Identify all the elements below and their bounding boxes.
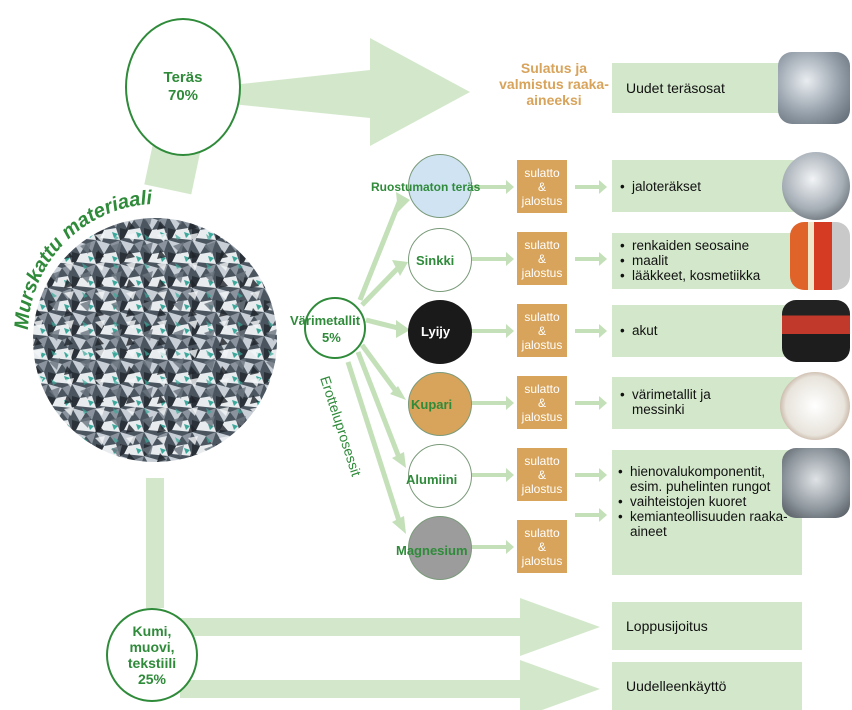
process-box-lead: sulatto&jalostus	[517, 304, 567, 357]
landfill-box: Loppusijoitus	[612, 602, 802, 650]
steel-name: Teräs	[163, 69, 203, 86]
copper-circle	[408, 372, 472, 436]
rubber-line3: tekstiili	[127, 655, 177, 671]
row-arrows	[470, 180, 607, 554]
steel-output-box: Uudet teräsosat	[612, 63, 802, 113]
process-text: sulatto	[524, 237, 560, 252]
aluminium-part-photo	[782, 448, 850, 518]
stainless-circle	[408, 154, 472, 218]
rubber-circle: Kumi, muovi, tekstiili 25%	[106, 608, 198, 702]
steel-flow-arrow	[232, 38, 470, 146]
landfill-label: Loppusijoitus	[626, 618, 708, 634]
magnesium-label: Magnesium	[396, 543, 468, 558]
zinc-label: Sinkki	[416, 253, 455, 268]
reuse-label: Uudelleenkäyttö	[626, 678, 727, 694]
paint-cans-photo	[790, 222, 850, 290]
process-text: &	[537, 323, 546, 338]
steel-percent: 70%	[167, 87, 199, 104]
process-text: sulatto	[524, 453, 560, 468]
process-box-stainless: sulatto&jalostus	[517, 160, 567, 213]
steel-parts-photo	[778, 52, 850, 124]
lead-circle	[408, 300, 472, 364]
process-text: &	[537, 179, 546, 194]
output-item: jaloteräkset	[618, 179, 802, 194]
process-box-aluminium: sulatto&jalostus	[517, 448, 567, 501]
output-item: hienovalukomponentit, esim. puhelinten r…	[616, 464, 790, 494]
process-text: &	[537, 539, 546, 554]
zinc-output-box: renkaiden seosaine maalit lääkkeet, kosm…	[612, 233, 802, 289]
process-text: &	[537, 251, 546, 266]
process-text: jalostus	[521, 337, 563, 352]
magnesium-circle	[408, 516, 472, 580]
process-text: sulatto	[524, 381, 560, 396]
rubber-line1: Kumi,	[132, 623, 172, 639]
steel-process-label: Sulatus ja valmistus raaka-aineeksi	[499, 60, 609, 108]
separation-arrows	[345, 192, 410, 534]
output-item: kemianteollisuuden raaka-aineet	[616, 509, 790, 539]
rubber-stem	[146, 478, 164, 608]
reuse-box: Uudelleenkäyttö	[612, 662, 802, 710]
rubber-line2: muovi,	[129, 639, 175, 655]
reuse-flow-arrow	[180, 660, 600, 710]
process-text: jalostus	[521, 481, 563, 496]
output-item: vaihteistojen kuoret	[616, 494, 802, 509]
lead-output-box: akut	[612, 305, 802, 357]
steel-circle: Teräs 70%	[125, 18, 241, 156]
nonferrous-percent: 5%	[322, 330, 341, 345]
output-item: akut	[618, 323, 802, 338]
process-text: sulatto	[524, 165, 560, 180]
process-text: jalostus	[521, 193, 563, 208]
aluminium-circle	[408, 444, 472, 508]
nonferrous-circle	[304, 297, 366, 359]
nonferrous-name: Värimetallit	[290, 313, 361, 328]
process-text: &	[537, 467, 546, 482]
output-item: maalit	[618, 253, 802, 268]
output-item: renkaiden seosaine	[618, 238, 802, 253]
copper-output-box: värimetallit ja messinki	[612, 377, 802, 429]
zinc-circle	[408, 228, 472, 292]
landfill-flow-arrow	[180, 598, 600, 656]
output-item: lääkkeet, kosmetiikka	[618, 268, 802, 283]
copper-label: Kupari	[411, 397, 453, 412]
lead-label: Lyijy	[421, 324, 451, 339]
rubber-percent: 25%	[137, 671, 167, 687]
process-text: sulatto	[524, 525, 560, 540]
process-box-magnesium: sulatto&jalostus	[517, 520, 567, 573]
cable-photo	[780, 372, 850, 440]
process-box-copper: sulatto&jalostus	[517, 376, 567, 429]
battery-photo	[782, 300, 850, 362]
steel-output-label: Uudet teräsosat	[626, 80, 725, 96]
process-text: sulatto	[524, 309, 560, 324]
output-item: värimetallit ja messinki	[618, 387, 752, 417]
aluminium-output-box: hienovalukomponentit, esim. puhelinten r…	[612, 450, 802, 575]
process-text: jalostus	[521, 409, 563, 424]
process-box-zinc: sulatto&jalostus	[517, 232, 567, 285]
aluminium-label: Alumiini	[406, 472, 458, 487]
stainless-label: Ruostumaton teräs	[371, 180, 481, 194]
process-text: &	[537, 395, 546, 410]
stainless-photo	[782, 152, 850, 220]
process-text: jalostus	[521, 553, 563, 568]
stainless-output-box: jaloteräkset	[612, 160, 802, 212]
process-text: jalostus	[521, 265, 563, 280]
shredded-material-photo	[33, 218, 277, 462]
